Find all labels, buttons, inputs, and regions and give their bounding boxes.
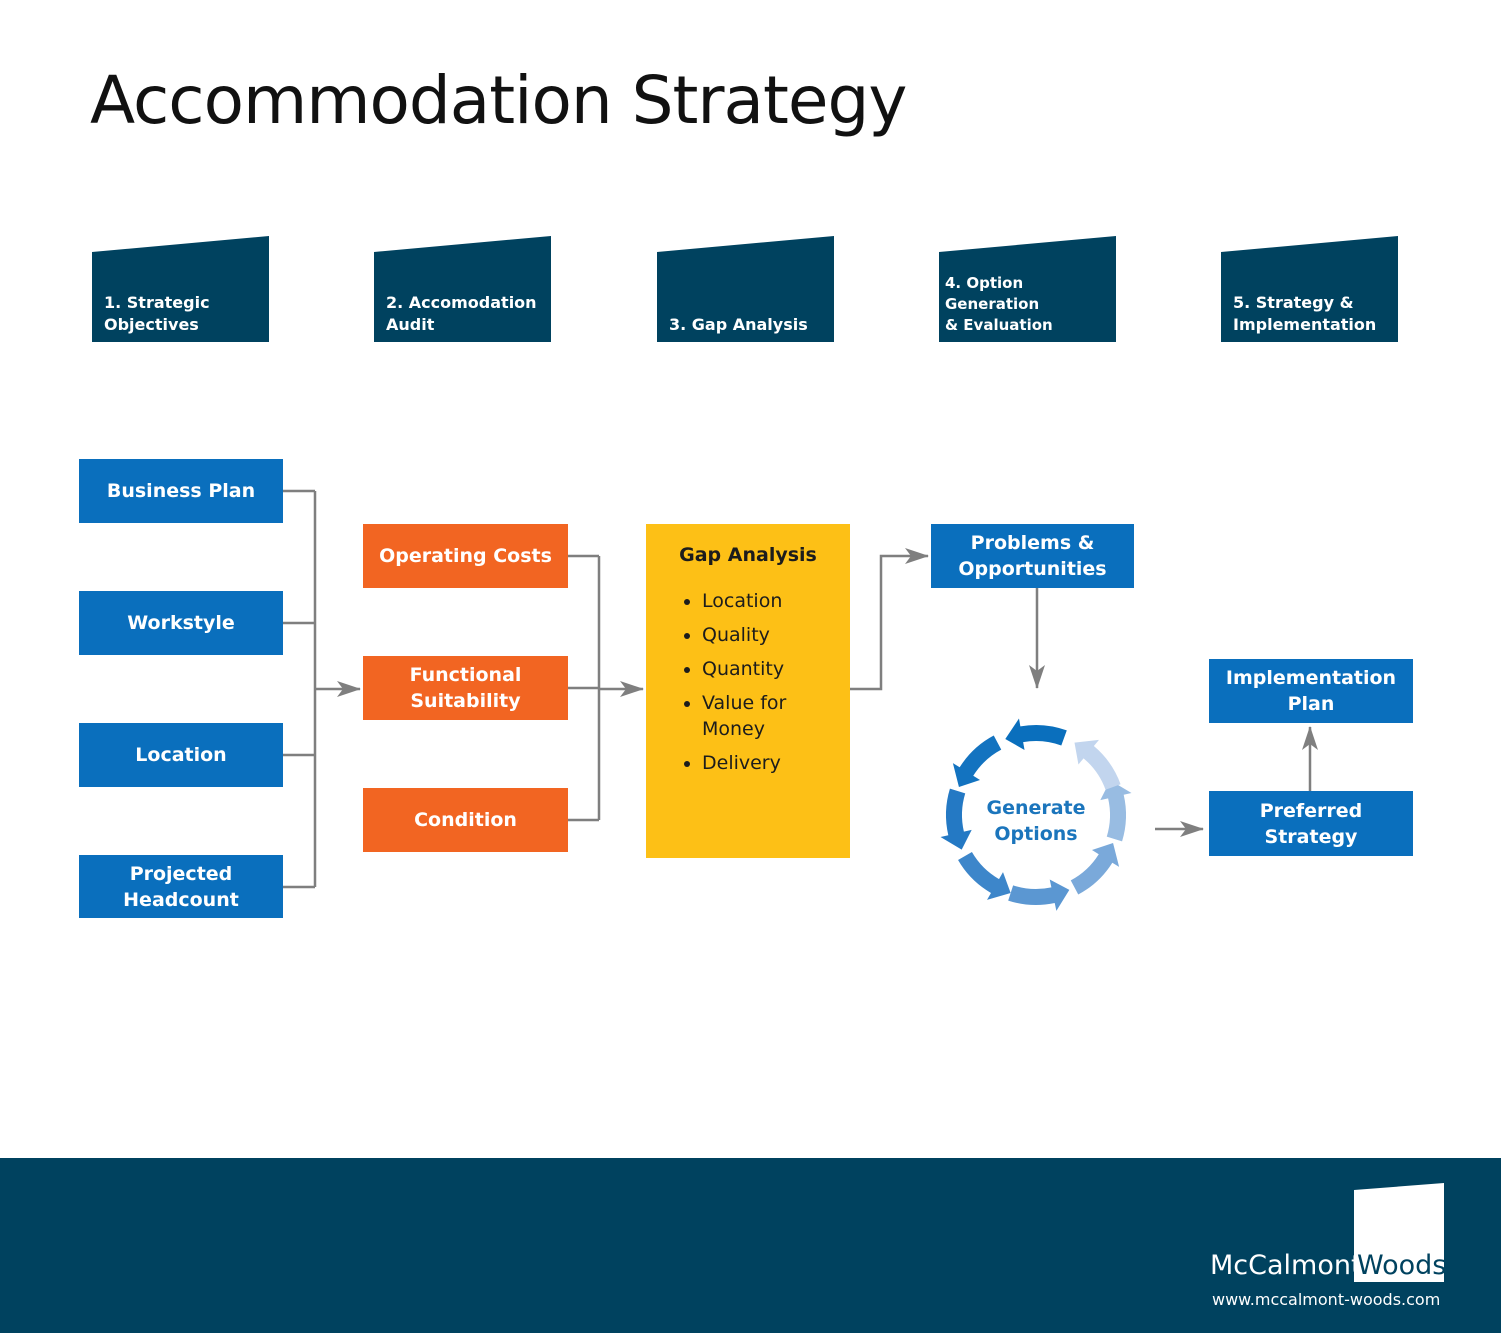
stage-2: 2. Accomodation Audit — [374, 236, 551, 342]
generate-options-label: Generate Options — [986, 797, 1086, 845]
gap-analysis-title: Gap Analysis — [679, 544, 817, 566]
gap-item: Value for Money — [702, 690, 850, 742]
footer-url[interactable]: www.mccalmont-woods.com — [1212, 1290, 1441, 1309]
functional-suitability-box: Functional Suitability — [363, 656, 568, 720]
stage-label: 3. Gap Analysis — [669, 315, 808, 334]
logo-text-right: Woods — [1357, 1250, 1447, 1281]
cycle-arrow-icon — [958, 852, 1011, 900]
stage-label: 5. Strategy & Implementation — [1233, 293, 1377, 334]
location-box: Location — [79, 723, 283, 787]
cycle-arrows — [940, 718, 1132, 911]
stage-1: 1. Strategic Objectives — [92, 236, 269, 342]
cycle-arrow-icon — [1070, 843, 1120, 895]
gap-analysis-box: Gap Analysis Location Quality Quantity V… — [646, 524, 850, 858]
gap-item: Quantity — [702, 656, 850, 682]
stage-4: 4. Option Generation & Evaluation — [939, 236, 1116, 342]
operating-costs-box: Operating Costs — [363, 524, 568, 588]
page-title: Accommodation Strategy — [90, 62, 907, 139]
implementation-plan-box: Implementation Plan — [1209, 659, 1413, 723]
cycle-arrow-icon — [952, 735, 1002, 787]
cycle-arrow-icon — [940, 788, 972, 850]
gap-item: Delivery — [702, 750, 850, 776]
business-plan-box: Business Plan — [79, 459, 283, 523]
footer — [0, 1158, 1501, 1333]
stage-5: 5. Strategy & Implementation — [1221, 236, 1398, 342]
cycle-arrow-icon — [1005, 718, 1067, 751]
stage-label: 1. Strategic Objectives — [104, 293, 210, 334]
stage-label: 4. Option Generation & Evaluation — [945, 274, 1053, 334]
workstyle-box: Workstyle — [79, 591, 283, 655]
preferred-strategy-box: Preferred Strategy — [1209, 791, 1413, 856]
condition-box: Condition — [363, 788, 568, 852]
projected-headcount-box: Projected Headcount — [79, 855, 283, 918]
cycle-arrow-icon — [1008, 879, 1070, 911]
gap-item: Quality — [702, 622, 850, 648]
cycle-arrow-icon — [1074, 739, 1121, 790]
gap-item: Location — [702, 588, 850, 614]
cycle-arrow-icon — [1100, 780, 1132, 842]
stage-label: 2. Accomodation Audit — [386, 293, 537, 334]
logo-text-left: McCalmont — [1210, 1250, 1362, 1281]
problems-opportunities-box: Problems & Opportunities — [931, 524, 1134, 588]
stage-3: 3. Gap Analysis — [657, 236, 834, 342]
